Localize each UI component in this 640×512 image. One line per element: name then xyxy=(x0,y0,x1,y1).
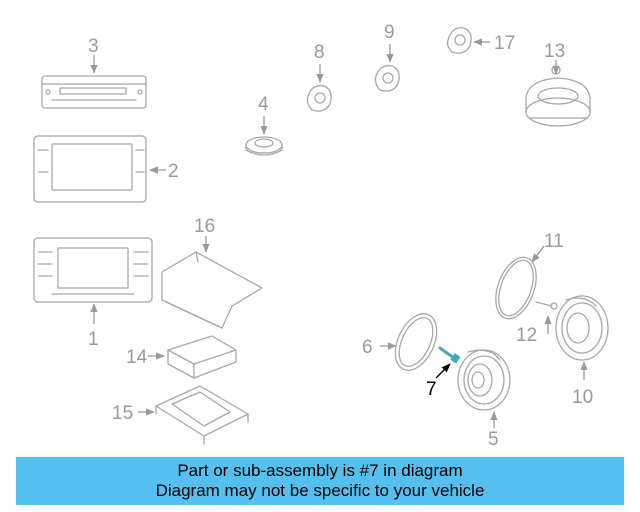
part-15-tray xyxy=(155,385,249,445)
banner-line-1: Part or sub-assembly is #7 in diagram xyxy=(177,461,463,480)
callout-10: 10 xyxy=(572,387,593,408)
callout-17: 17 xyxy=(494,33,515,54)
callout-7: 7 xyxy=(426,379,437,400)
callout-11: 11 xyxy=(544,231,564,252)
part-6-gasket xyxy=(394,313,438,371)
part-1-head-unit xyxy=(33,237,153,303)
callout-16: 16 xyxy=(194,216,215,237)
callout-4: 4 xyxy=(258,94,269,115)
callout-13: 13 xyxy=(544,41,565,62)
callout-9: 9 xyxy=(384,22,395,43)
callout-1: 1 xyxy=(88,329,99,350)
callout-3: 3 xyxy=(88,36,99,57)
callout-6: 6 xyxy=(362,337,373,358)
part-14-module xyxy=(167,335,237,379)
part-17-speaker xyxy=(446,27,472,54)
part-7-screw xyxy=(438,346,461,364)
part-5-woofer xyxy=(457,349,511,411)
callout-8: 8 xyxy=(314,42,325,63)
part-11-ring xyxy=(495,256,537,320)
callout-15: 15 xyxy=(112,403,133,424)
part-8-tweeter xyxy=(306,85,332,112)
callout-14: 14 xyxy=(126,347,148,368)
part-10-speaker xyxy=(555,295,609,361)
banner-line-2: Diagram may not be specific to your vehi… xyxy=(155,481,485,500)
part-4-speaker xyxy=(245,136,283,156)
part-9-tweeter xyxy=(374,65,400,92)
info-banner: Part or sub-assembly is #7 in diagram Di… xyxy=(16,457,624,505)
callout-5: 5 xyxy=(488,429,499,450)
callout-12: 12 xyxy=(516,325,537,346)
part-13-subwoofer xyxy=(525,65,591,127)
callout-2: 2 xyxy=(168,161,179,182)
part-3-cd-unit xyxy=(41,75,147,109)
part-12-pin xyxy=(535,301,558,310)
part-16-cover xyxy=(161,251,263,329)
part-2-display xyxy=(33,135,147,203)
